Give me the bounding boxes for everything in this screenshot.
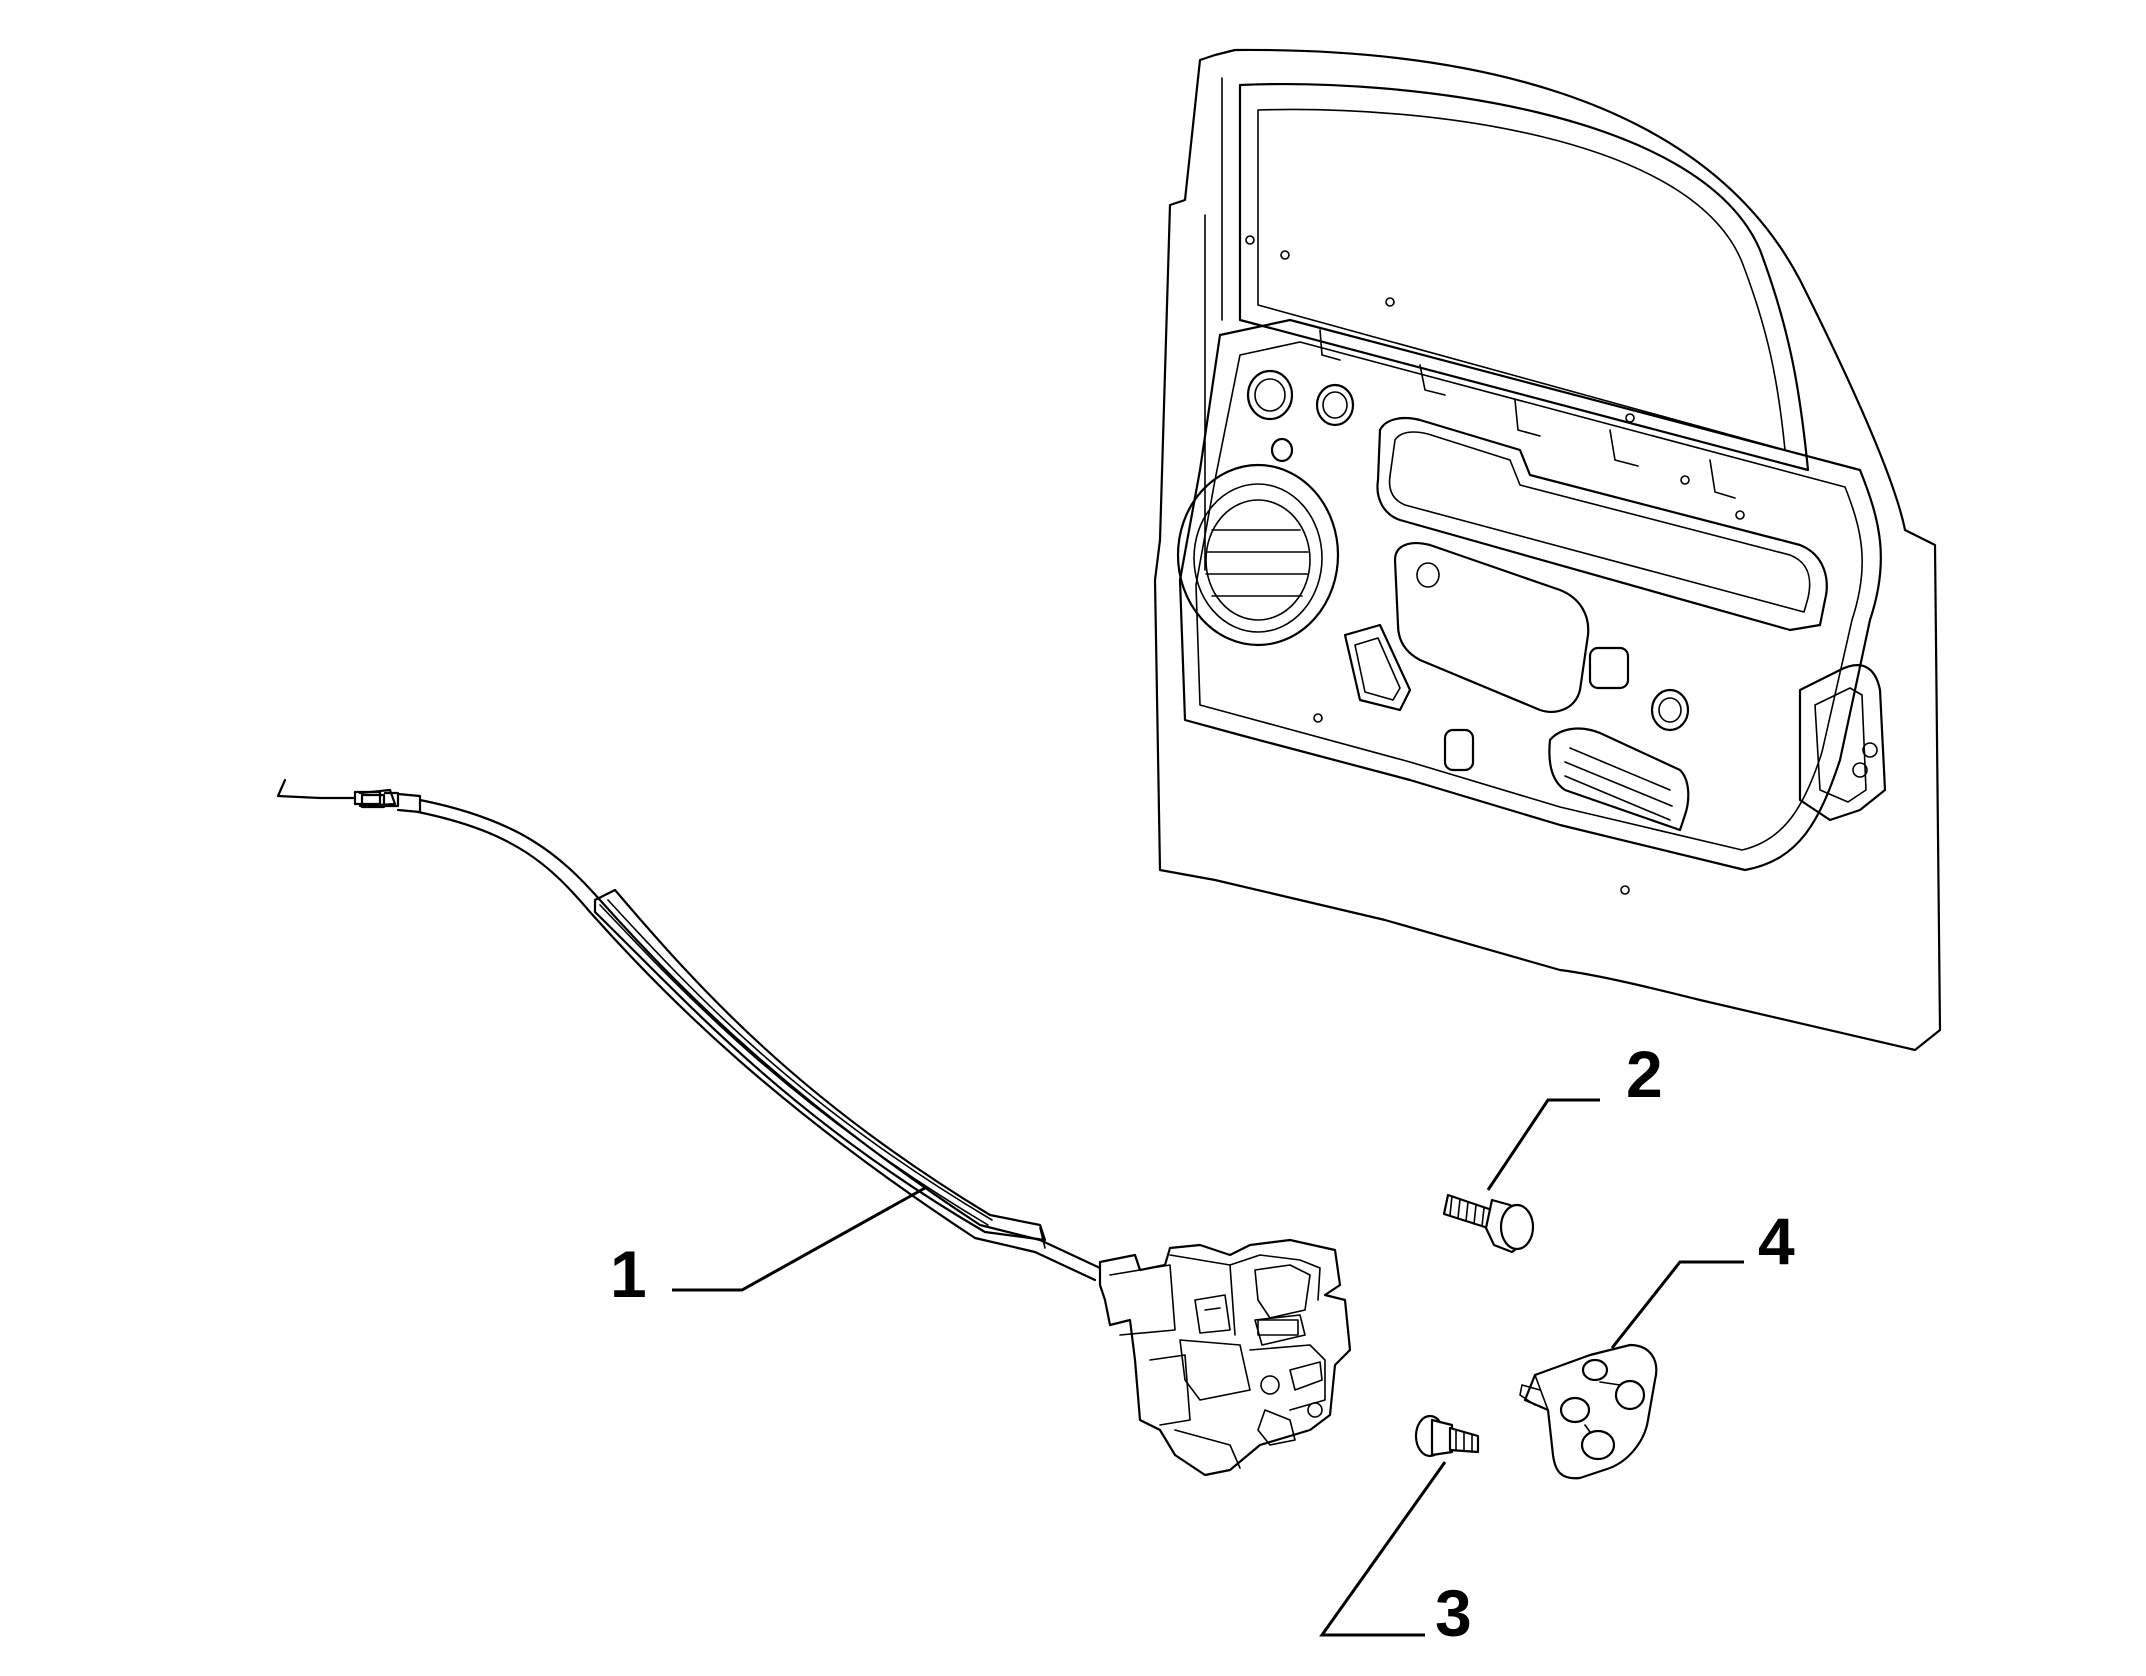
boss-1 bbox=[1246, 369, 1294, 421]
boss-2 bbox=[1315, 383, 1355, 427]
leader-1 bbox=[672, 1186, 926, 1292]
bolt-part-2 bbox=[1442, 1193, 1535, 1254]
leader-lines bbox=[672, 1098, 1744, 1637]
callout-2: 2 bbox=[1626, 1037, 1663, 1111]
triangle-cutout bbox=[1343, 623, 1412, 712]
cable-sheath bbox=[418, 798, 1102, 1270]
cable-rod-hook bbox=[276, 778, 357, 800]
striker-plate-part-4 bbox=[1519, 1343, 1658, 1480]
door-window-opening bbox=[1238, 83, 1810, 472]
door-outer-frame bbox=[1153, 48, 1942, 1052]
lock-body bbox=[1098, 1238, 1352, 1477]
striker-plate bbox=[1523, 1343, 1658, 1480]
callout-4: 4 bbox=[1758, 1204, 1795, 1278]
lower-cutout bbox=[1548, 727, 1690, 832]
screw-part-3 bbox=[1414, 1414, 1480, 1458]
callout-1: 1 bbox=[610, 1237, 647, 1311]
door-panel bbox=[1153, 48, 1942, 1052]
lock-cable bbox=[276, 778, 1102, 1282]
door-inner-panel bbox=[1178, 318, 1883, 872]
speaker-ring-outer bbox=[1176, 463, 1340, 647]
leader-3 bbox=[1319, 1461, 1447, 1637]
callout-3: 3 bbox=[1435, 1576, 1472, 1650]
leader-2 bbox=[1486, 1098, 1600, 1191]
door-pocket bbox=[1376, 416, 1828, 632]
door-mid-plate bbox=[1393, 542, 1590, 713]
door-lock-mechanism bbox=[1098, 1238, 1352, 1477]
leader-4 bbox=[1610, 1260, 1744, 1349]
